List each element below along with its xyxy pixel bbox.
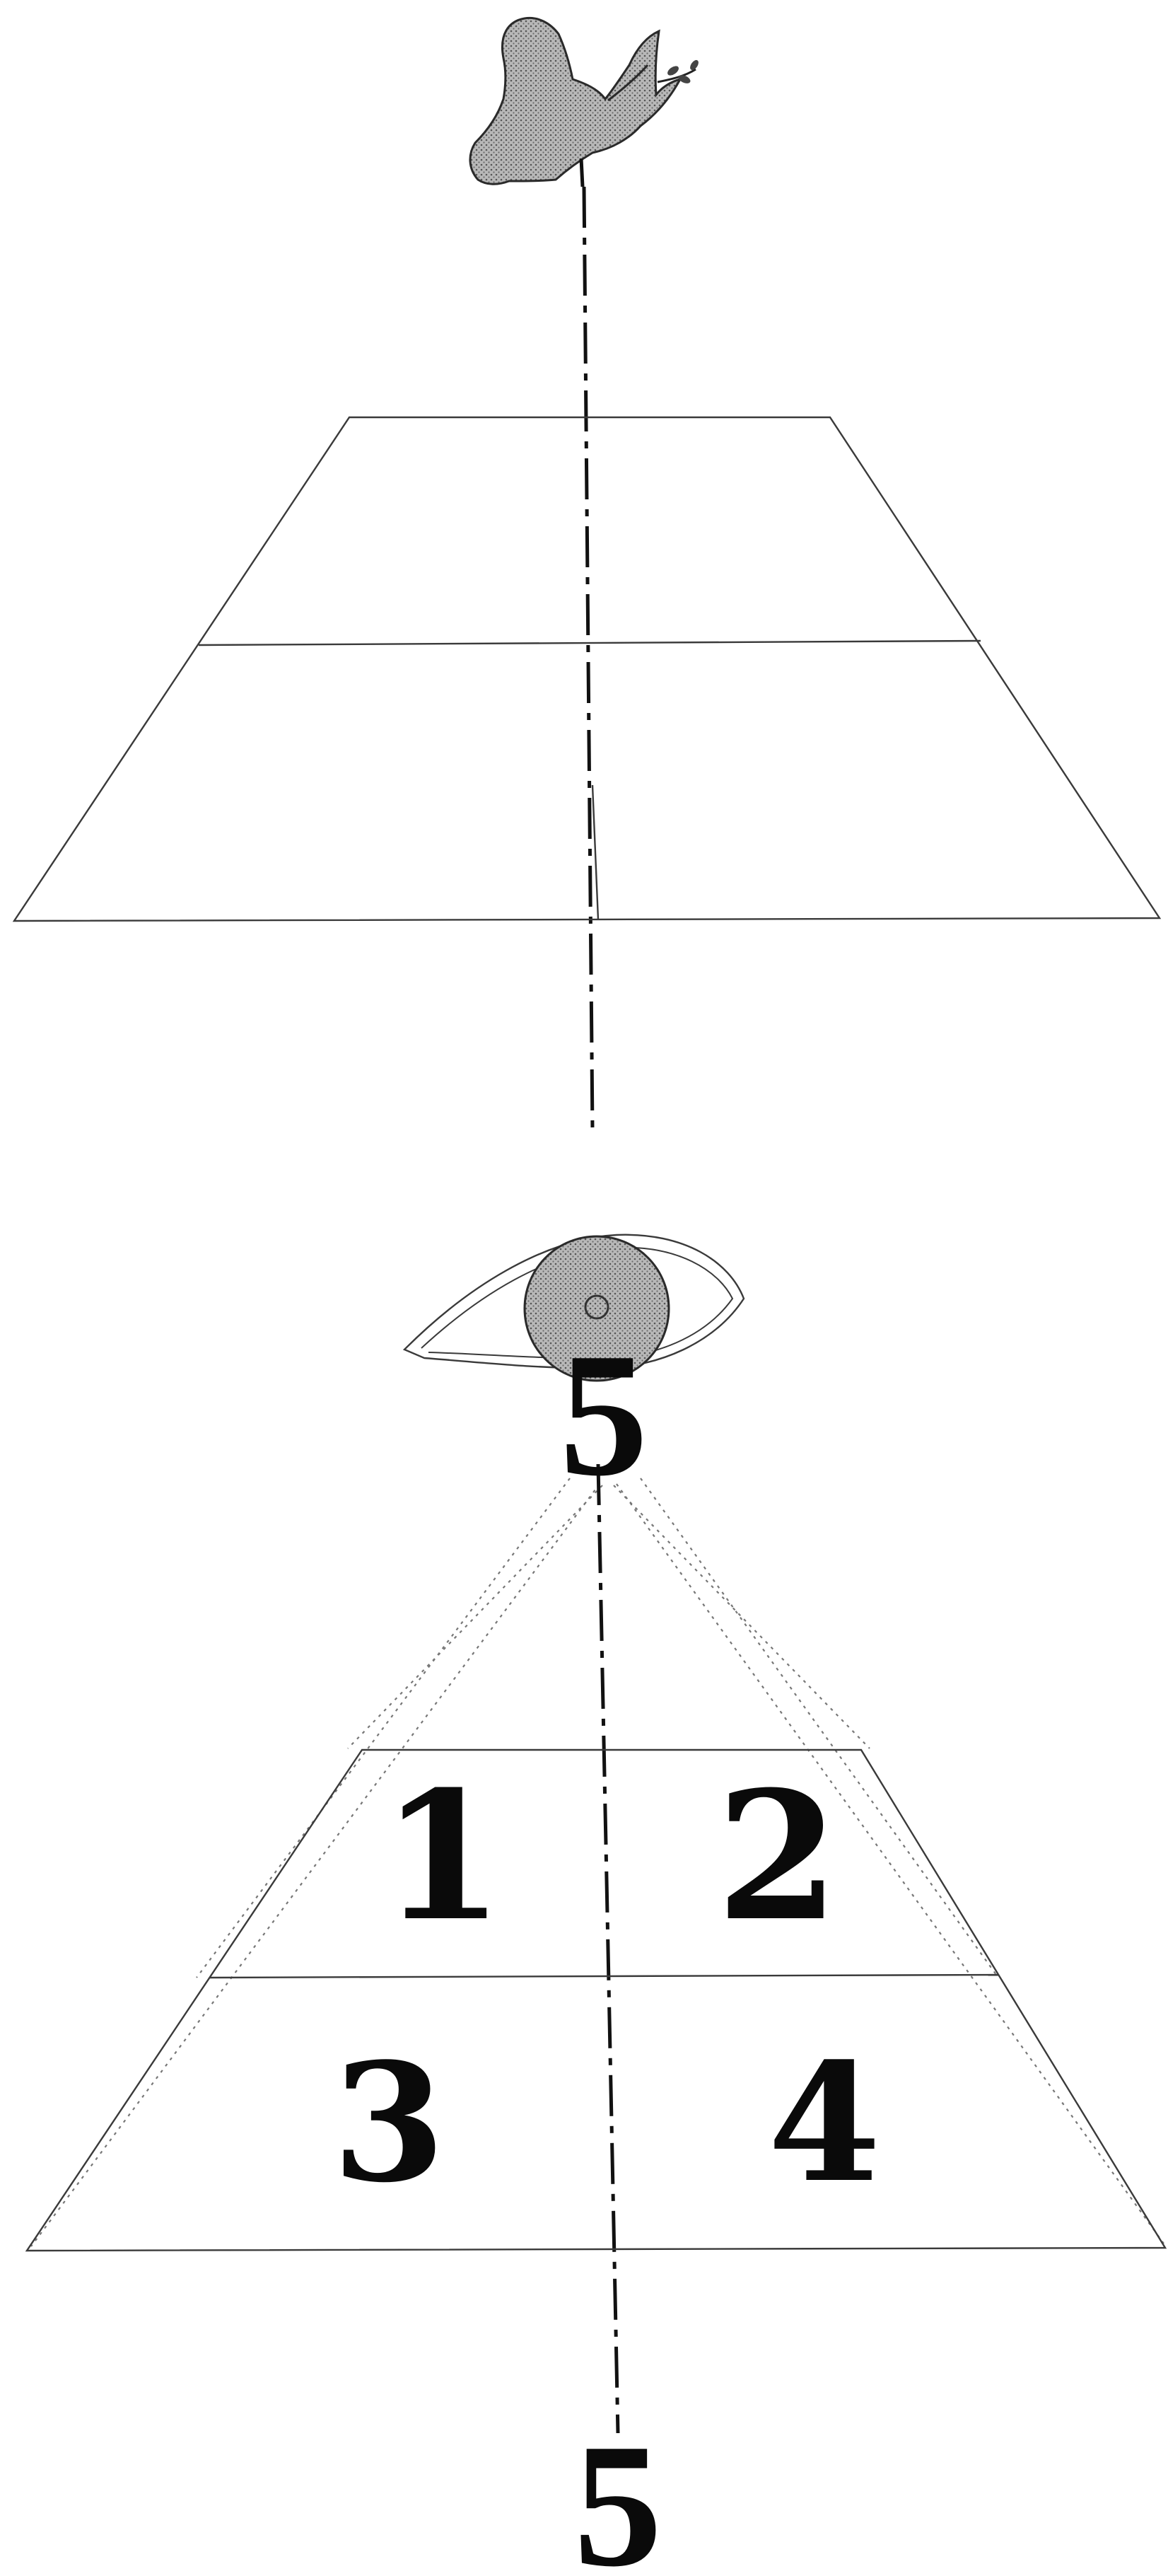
upper-trapezoid-divider: [199, 641, 981, 645]
lower-axis-line: [598, 1464, 618, 2433]
dove-body: [470, 18, 680, 184]
sight-rays: [31, 1478, 1164, 2246]
eye-label-5: 5: [560, 1317, 648, 1513]
cell-label-4: 4: [768, 2028, 881, 2219]
upper-axis-line: [584, 187, 592, 1130]
sight-ray-left-inner: [348, 1485, 602, 1748]
dove-post: [581, 158, 583, 187]
cell-label-3: 3: [332, 2028, 445, 2219]
dove-with-olive-branch-icon: [470, 18, 700, 187]
bottom-label-5: 5: [574, 2408, 662, 2576]
lower-trapezoid-divider: [209, 1975, 998, 1978]
sight-ray-left-outer: [31, 1484, 600, 2246]
lower-trapezoid: [27, 1750, 1165, 2251]
lower-trapezoid-outline: [27, 1750, 1165, 2251]
cell-label-2: 2: [716, 1752, 839, 1960]
sight-ray-right-inner: [614, 1485, 870, 1748]
upper-trapezoid-center-divider: [592, 785, 598, 919]
sight-ray-right-outer: [617, 1484, 1164, 2244]
cell-label-1: 1: [381, 1752, 504, 1960]
